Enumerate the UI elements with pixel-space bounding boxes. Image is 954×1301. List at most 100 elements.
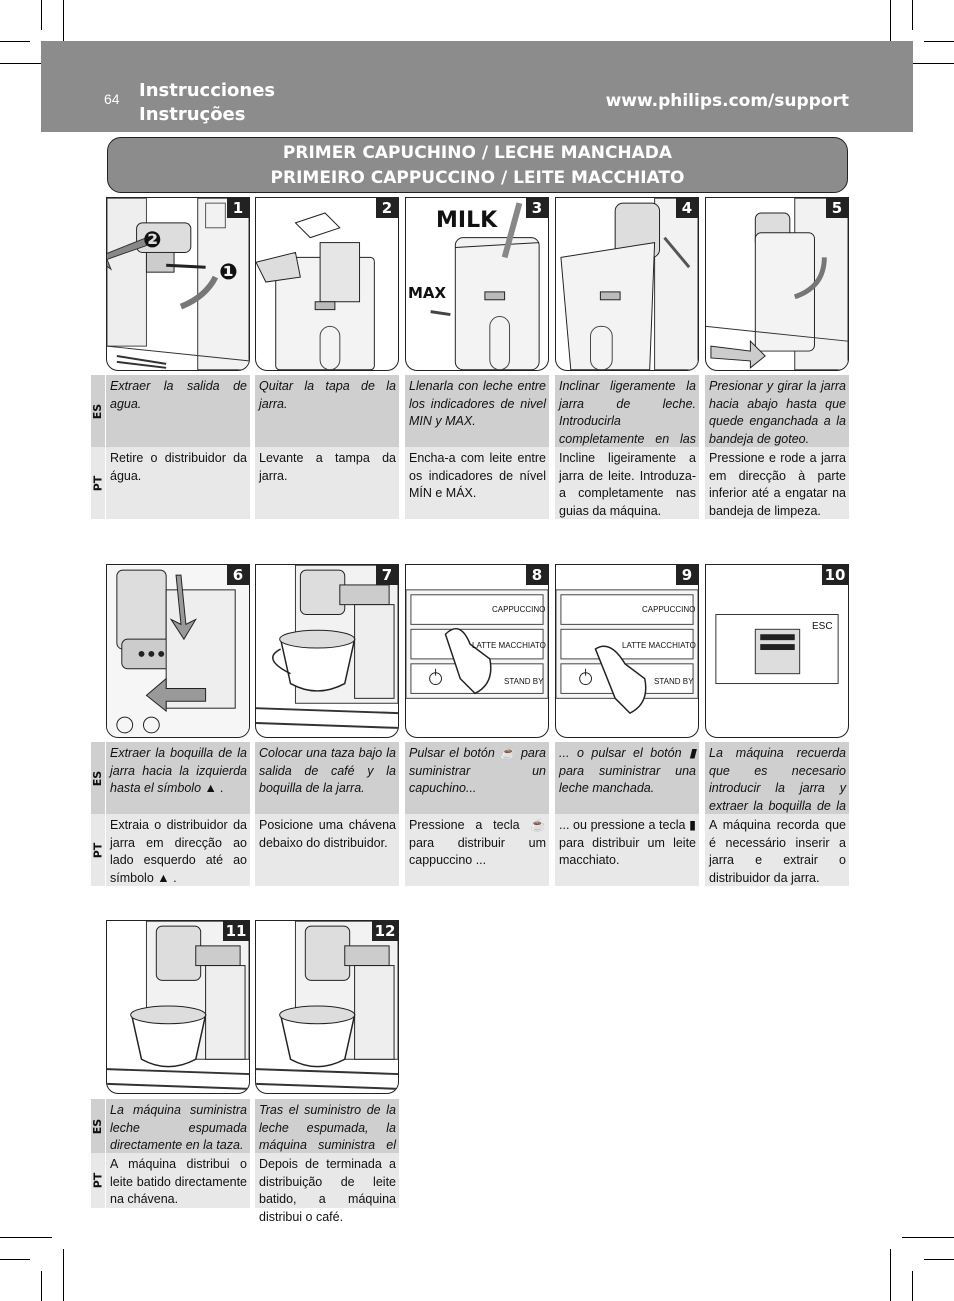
latte-button-label: LATTE MACCHIATO <box>472 641 546 650</box>
crop-mark <box>890 0 891 52</box>
crop-mark <box>0 1237 52 1238</box>
step-5-es: Presionar y girar la jarra hacia abajo h… <box>705 375 849 447</box>
step-1-illustration: 1 ❷ ❶ <box>106 197 250 371</box>
step-6-es: Extraer la boquilla de la jarra hacia la… <box>106 742 250 814</box>
step-number: 11 <box>223 921 249 941</box>
step-8-pt: Pressione a tecla ☕ para distribuir um c… <box>405 814 549 886</box>
crop-mark <box>63 0 64 52</box>
step-number: 10 <box>822 565 848 585</box>
title-pt: Instruções <box>139 104 246 125</box>
arrow-1-label: ❶ <box>219 260 238 285</box>
step-2-illustration: 2 <box>255 197 399 371</box>
crop-mark <box>0 1259 30 1260</box>
step-number: 4 <box>676 198 698 218</box>
step-4-es: Inclinar ligeramente la jarra de leche. … <box>555 375 699 463</box>
step-6-es-end: . <box>220 781 224 795</box>
banner-line-es: PRIMER CAPUCHINO / LECHE MANCHADA <box>282 143 673 163</box>
step-number: 12 <box>372 921 398 941</box>
page-header: 64 Instrucciones Instruções www.philips.… <box>41 41 913 132</box>
step-number: 9 <box>676 565 698 585</box>
step-5-pt: Pressione e rode a jarra em direcção à p… <box>705 447 849 519</box>
crop-mark <box>41 0 42 30</box>
step-9-illustration: 9 CAPPUCCINO LATTE MACCHIATO STAND BY <box>555 564 699 738</box>
page-number: 64 <box>104 91 120 107</box>
step-6-pt: Extraia o distribuidor da jarra em direc… <box>106 814 250 886</box>
step-number: 8 <box>526 565 548 585</box>
crop-mark <box>924 1259 954 1260</box>
cappuccino-button-label: CAPPUCCINO <box>642 605 696 614</box>
step-8-es-text: Pulsar el botón <box>409 746 495 760</box>
step-8-pt-end: para distribuir um cappuccino ... <box>409 835 546 868</box>
banner-line-pt: PRIMEIRO CAPPUCCINO / LEITE MACCHIATO <box>270 168 685 188</box>
step-number: 2 <box>376 198 398 218</box>
step-6-illustration: 6 <box>106 564 250 738</box>
step-number: 5 <box>826 198 848 218</box>
jug-spout-symbol-icon: ▲ <box>204 781 217 795</box>
step-number: 3 <box>526 198 548 218</box>
step-number: 1 <box>227 198 249 218</box>
lang-label-es: ES <box>91 1099 105 1153</box>
step-10-es: La máquina recuerda que es necesario int… <box>705 742 849 830</box>
crop-mark <box>902 63 954 64</box>
lang-label-pt: PT <box>91 447 105 519</box>
step-3-illustration: 3 MILK MAX <box>405 197 549 371</box>
arrow-2-label: ❷ <box>143 228 162 253</box>
step-7-pt: Posicione uma chávena debaixo do distrib… <box>255 814 399 886</box>
crop-mark <box>0 63 52 64</box>
crop-mark <box>912 1271 913 1301</box>
step-4-pt: Incline ligeiramente a jarra de leite. I… <box>555 447 699 519</box>
crop-mark <box>902 1237 954 1238</box>
step-2-pt: Levante a tampa da jarra. <box>255 447 399 519</box>
step-9-pt-end: para distribuir um leite macchiato. <box>559 835 696 868</box>
step-6-es-text: Extraer la boquilla de la jarra hacia la… <box>110 746 247 795</box>
lang-label-es: ES <box>91 375 105 447</box>
step-9-es-end: para suministrar una leche manchada. <box>559 763 696 796</box>
step-10-illustration: 10 ESC <box>705 564 849 738</box>
section-banner: PRIMER CAPUCHINO / LECHE MANCHADA PRIMEI… <box>107 137 848 193</box>
step-number: 7 <box>376 565 398 585</box>
milk-label: MILK <box>436 208 498 233</box>
crop-mark <box>0 41 30 42</box>
crop-mark <box>63 1249 64 1301</box>
step-7-illustration: 7 <box>255 564 399 738</box>
step-4-illustration: 4 <box>555 197 699 371</box>
cappuccino-cup-icon: ☕ <box>499 746 517 760</box>
jug-spout-symbol-icon: ▲ <box>157 870 170 885</box>
standby-button-label: STAND BY <box>504 677 544 686</box>
lang-label-es: ES <box>91 742 105 814</box>
step-2-es: Quitar la tapa de la jarra. <box>255 375 399 447</box>
title-es: Instrucciones <box>139 80 276 101</box>
crop-mark <box>924 41 954 42</box>
cappuccino-cup-icon: ☕ <box>530 818 546 832</box>
latte-glass-icon: ▮ <box>689 746 696 760</box>
step-12-illustration: 12 <box>255 920 399 1094</box>
crop-mark <box>912 0 913 30</box>
crop-mark <box>41 1271 42 1301</box>
step-1-es: Extraer la salida de agua. <box>106 375 250 447</box>
support-url[interactable]: www.philips.com/support <box>605 91 849 111</box>
cappuccino-button-label: CAPPUCCINO <box>492 605 546 614</box>
step-6-pt-end: . <box>173 870 177 885</box>
step-12-pt: Depois de terminada a distribuição de le… <box>255 1153 399 1224</box>
step-9-es: ... o pulsar el botón ▮ para suministrar… <box>555 742 699 814</box>
lang-label-pt: PT <box>91 1153 105 1208</box>
step-10-pt: A máquina recorda que é necessário inser… <box>705 814 849 886</box>
step-7-es: Colocar una taza bajo la salida de café … <box>255 742 399 814</box>
page-title: Instrucciones Instruções <box>139 79 275 127</box>
step-9-es-text: ... o pulsar el botón <box>559 746 682 760</box>
step-3-es: Llenarla con leche entre los indicadores… <box>405 375 549 447</box>
esc-label: ESC <box>812 621 833 632</box>
step-number: 6 <box>227 565 249 585</box>
step-8-es-end: para suministrar un capuchino... <box>409 746 546 795</box>
step-8-pt-text: Pressione a tecla <box>409 818 520 832</box>
step-12-es: Tras el suministro de la leche espumada,… <box>255 1099 399 1170</box>
latte-button-label: LATTE MACCHIATO <box>622 641 696 650</box>
step-9-pt: ... ou pressione a tecla ▮ para distribu… <box>555 814 699 886</box>
max-label: MAX <box>408 284 447 302</box>
step-11-illustration: 11 <box>106 920 250 1094</box>
step-1-pt: Retire o distribuidor da água. <box>106 447 250 519</box>
step-3-pt: Encha-a com leite entre os indicadores d… <box>405 447 549 519</box>
crop-mark <box>890 1249 891 1301</box>
standby-button-label: STAND BY <box>654 677 694 686</box>
step-11-pt: A máquina distribui o leite batido direc… <box>106 1153 250 1208</box>
